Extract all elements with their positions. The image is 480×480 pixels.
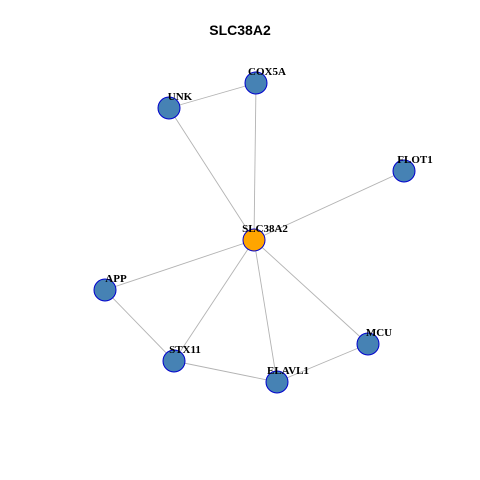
node-elavl1 [265, 370, 289, 394]
edge-cox5a-slc38a2 [253, 82, 257, 241]
edge-elavl1-mcu [276, 343, 369, 383]
node-label-cox5a: COX5A [248, 66, 286, 78]
node-label-elavl1: ELAVL1 [267, 365, 309, 377]
diagram-title: SLC38A2 [209, 22, 271, 38]
node-unk [157, 96, 181, 120]
edge-unk-cox5a [168, 82, 257, 109]
node-label-stx11: STX11 [169, 344, 201, 356]
edge-stx11-slc38a2 [173, 239, 255, 362]
node-cox5a [244, 71, 268, 95]
node-flot1 [392, 159, 416, 183]
node-slc38a2 [242, 228, 266, 252]
node-label-flot1: FLOT1 [397, 154, 432, 166]
node-label-unk: UNK [168, 91, 193, 103]
edge-app-slc38a2 [104, 239, 255, 291]
edge-elavl1-slc38a2 [253, 239, 278, 383]
node-label-app: APP [105, 273, 127, 285]
node-mcu [356, 332, 380, 356]
node-app [93, 278, 117, 302]
nodes-layer [93, 71, 416, 394]
edge-app-stx11 [104, 289, 175, 362]
node-label-mcu: MCU [366, 327, 392, 339]
edge-unk-slc38a2 [168, 107, 255, 241]
edge-mcu-slc38a2 [253, 239, 369, 345]
edge-stx11-elavl1 [173, 360, 278, 383]
node-stx11 [162, 349, 186, 373]
node-label-slc38a2: SLC38A2 [242, 223, 288, 235]
edges-layer [104, 82, 405, 383]
edge-flot1-slc38a2 [253, 170, 405, 241]
